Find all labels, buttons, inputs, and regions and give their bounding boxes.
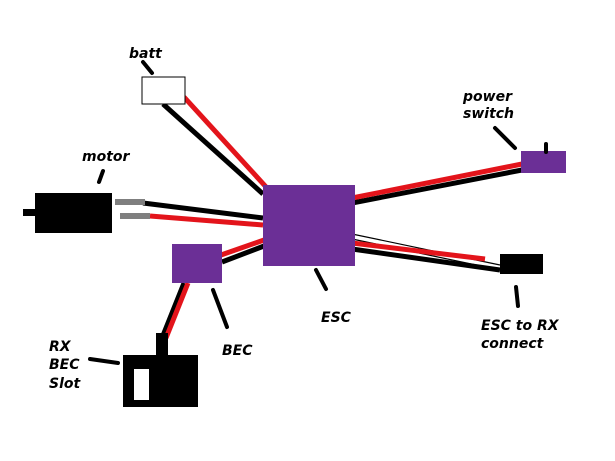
wire-batt-negative <box>161 102 265 196</box>
wire-bec-negative <box>221 243 265 265</box>
wire-esc-batt <box>161 95 269 196</box>
wire-esc-motor <box>115 199 264 228</box>
wire-batt-positive <box>182 95 269 190</box>
rx-connector <box>500 254 543 274</box>
wire-switch-negative <box>351 167 523 206</box>
label-rx-connect-line1: ESC to RX <box>481 318 560 334</box>
motor-lead-2 <box>120 213 150 219</box>
leader-batt <box>141 60 154 75</box>
wire-rx-negative <box>351 246 501 273</box>
wire-rx-positive <box>351 240 486 262</box>
power-switch <box>521 142 566 173</box>
leader-esc <box>314 268 328 291</box>
label-motor: motor <box>82 149 131 165</box>
wire-esc-power-switch <box>351 161 523 206</box>
wire-slot-positive <box>163 282 191 339</box>
rx-slot-plug <box>156 333 168 355</box>
wire-bec-rx-slot <box>159 282 191 339</box>
wire-motor-red <box>149 213 264 228</box>
bec-box <box>172 244 222 283</box>
rx-bec-slot <box>123 333 198 407</box>
label-bec: BEC <box>222 343 253 359</box>
power-switch-body <box>521 151 566 173</box>
wire-slot-negative <box>159 282 187 339</box>
label-power-switch-line1: power <box>462 89 513 105</box>
leader-rx-connect <box>514 285 520 308</box>
leader-motor <box>97 169 105 184</box>
label-batt: batt <box>129 46 163 62</box>
label-rx-connect-line2: connect <box>481 336 545 352</box>
wire-switch-positive <box>351 161 523 201</box>
label-power-switch-line2: switch <box>463 106 514 122</box>
esc-box <box>263 185 355 266</box>
motor-body <box>35 193 112 233</box>
label-rx-slot-line2: BEC <box>49 357 80 373</box>
motor-shaft <box>23 209 37 216</box>
wire-motor-black <box>142 200 264 221</box>
label-esc: ESC <box>321 310 352 326</box>
leader-bec <box>211 288 229 329</box>
wire-esc-bec <box>220 237 265 265</box>
label-rx-slot-line3: Slot <box>49 376 82 392</box>
battery-box <box>141 76 186 105</box>
rx-bec-slot-opening <box>134 369 149 400</box>
leader-rx-bec-slot <box>88 357 120 365</box>
motor <box>23 193 112 233</box>
wire-esc-rx-connect <box>351 233 501 273</box>
motor-lead-1 <box>115 199 145 205</box>
leader-power-switch <box>493 126 517 150</box>
wire-bec-positive <box>220 237 265 258</box>
label-rx-slot-line1: RX <box>49 339 72 355</box>
leader-lines <box>88 60 520 365</box>
